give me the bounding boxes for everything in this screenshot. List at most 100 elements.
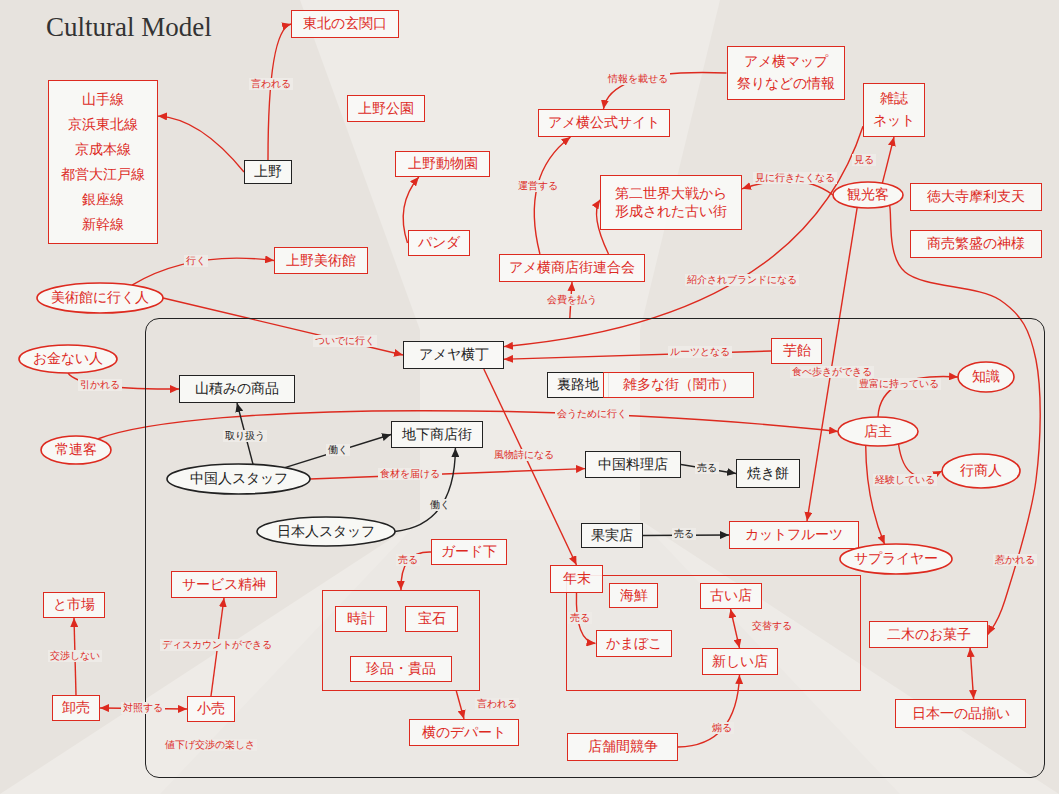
edge-label-holder: ディスカウントができる	[160, 639, 274, 651]
node-text: 果実店	[591, 527, 633, 545]
label-box: 裏路地	[547, 372, 609, 398]
label-box: 商売繁盛の神様	[910, 230, 1042, 258]
node-text: 新しい店	[712, 653, 768, 671]
edge-label-holder: 働く	[326, 444, 350, 456]
oval-shape	[840, 544, 952, 574]
label-box: アメヤ横丁	[403, 341, 504, 369]
edge-label: 煽る	[710, 722, 734, 734]
edge-label: 会うために行く	[555, 408, 629, 420]
edge-label-holder: 行く	[184, 255, 208, 267]
edge-label: 食材を届ける	[378, 468, 442, 480]
node-text: 上野公園	[358, 100, 414, 118]
edge-label-holder: 売る	[672, 528, 696, 540]
edge-label: 言われる	[475, 698, 519, 710]
oval-node: 観光客	[832, 181, 904, 209]
label-box: 雑誌ネット	[863, 83, 925, 137]
label-box: カットフルーツ	[729, 521, 859, 549]
edge-label: 働く	[326, 444, 350, 456]
connector	[268, 24, 291, 160]
node-text: 卸売	[62, 699, 90, 717]
node-text: ガード下	[441, 543, 497, 561]
label-box: 店舗間競争	[567, 733, 678, 761]
node-text: 裏路地	[557, 376, 599, 394]
connector	[807, 207, 857, 521]
label-box: ガード下	[431, 539, 507, 565]
edge-label: 惹かれる	[993, 554, 1037, 566]
node-text: アメ横マップ	[744, 53, 828, 71]
node-text: 店舗間競争	[588, 738, 658, 756]
connector	[456, 691, 464, 719]
node-text: アメ横公式サイト	[548, 114, 660, 132]
edge-label-holder: 煽る	[710, 722, 734, 734]
node-text: 美術館に行く人	[51, 289, 149, 307]
label-box: 上野	[244, 160, 292, 184]
diagram-title: Cultural Model	[46, 12, 212, 43]
group-box: 時計宝石珍品・貴品	[322, 590, 480, 691]
connector	[395, 448, 455, 532]
node-text: 二木のお菓子	[887, 626, 971, 644]
node-text: 徳大寺摩利支天	[927, 188, 1025, 206]
edge-label: 交替する	[750, 620, 794, 632]
edge-label-holder: 見る	[852, 154, 876, 166]
edge-label: 言われる	[249, 78, 293, 90]
edge-label: 売る	[568, 612, 592, 624]
node-text: 日本一の品揃い	[912, 705, 1010, 723]
oval-shape	[257, 517, 395, 546]
edge-label-holder: 交渉しない	[48, 650, 102, 662]
label-box: かまぼこ	[596, 630, 672, 657]
note-holder: 値下げ交渉の楽しさ	[163, 739, 257, 751]
label-box: 宝石	[405, 606, 458, 632]
label-box: 上野動物園	[395, 151, 490, 177]
edge-label: 取り扱う	[223, 430, 267, 442]
edge-label: 紹介されブランドになる	[685, 274, 799, 286]
edge-label: 売る	[672, 528, 696, 540]
oval-node: 常連客	[40, 435, 112, 465]
node-text: かまぼこ	[606, 635, 662, 653]
node-text: 芋飴	[783, 342, 811, 360]
edge-label-holder: 取り扱う	[223, 430, 267, 442]
node-text: 年末	[563, 570, 591, 588]
street-floor	[160, 520, 900, 794]
edge-label-holder: 食べ歩きができる	[790, 366, 874, 378]
edge-label-holder: ルーツとなる	[668, 346, 732, 358]
edge-label-holder: 会費を払う	[545, 294, 599, 306]
edge-label-holder: 紹介されブランドになる	[685, 274, 799, 286]
node-text: 新幹線	[82, 216, 124, 234]
edge-label: 交渉しない	[48, 650, 102, 662]
oval-node: 美術館に行く人	[36, 282, 164, 314]
label-box: 海鮮	[609, 583, 658, 608]
label-box: 古い店	[700, 583, 762, 609]
label-box: 時計	[335, 606, 387, 632]
edge-label: 豊富に持っている	[857, 378, 941, 390]
label-box: アメ横商店街連合会	[499, 254, 645, 282]
edge-label: ルーツとなる	[668, 346, 732, 358]
node-text: 小売	[197, 700, 225, 718]
edge-label-holder: 風物詩になる	[492, 449, 556, 461]
connector	[882, 137, 894, 183]
node-text: 古い店	[710, 587, 752, 605]
edge-label-holder: 惹かれる	[993, 554, 1037, 566]
label-box: 果実店	[581, 523, 643, 548]
heading-tag: 年末	[550, 565, 603, 593]
node-text: 京浜東北線	[68, 116, 138, 134]
connector	[731, 609, 740, 648]
edge-label-holder: 経験している	[873, 474, 937, 486]
connector	[534, 137, 570, 254]
label-box: パンダ	[408, 230, 470, 256]
node-text: パンダ	[418, 234, 460, 252]
edge-label-holder: 交替する	[750, 620, 794, 632]
node-text: 地下商店街	[402, 426, 472, 444]
node-text: 観光客	[847, 186, 889, 204]
node-text: 知識	[972, 368, 1000, 386]
oval-shape	[942, 454, 1020, 488]
edge-label-holder: 働く	[428, 499, 452, 511]
node-text: 時計	[347, 610, 375, 628]
connector	[158, 116, 244, 172]
node-text: 第二世界大戦から 形成された古い街	[609, 185, 733, 220]
edge-label: 売る	[396, 554, 420, 566]
label-box: 徳大寺摩利支天	[910, 183, 1042, 211]
oval-node: お金ない人	[18, 344, 118, 374]
label-box: と市場	[43, 592, 105, 618]
edge-label-holder: 言われる	[475, 698, 519, 710]
